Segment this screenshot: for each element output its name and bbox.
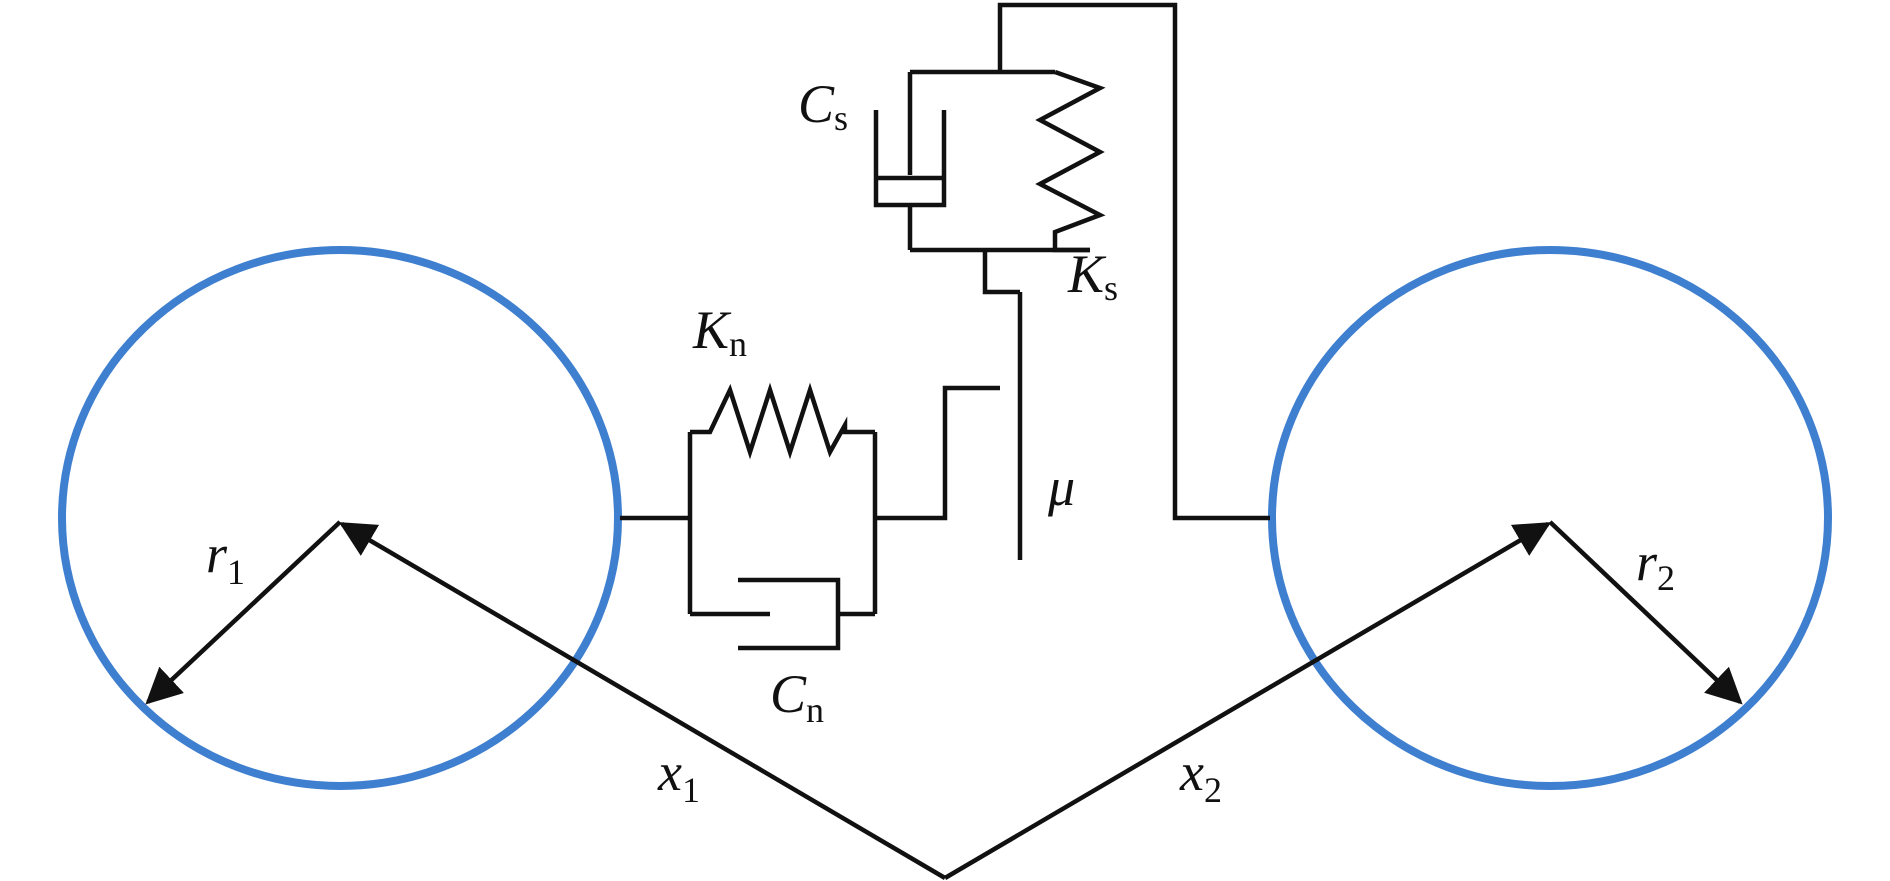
tangential-spring-ks: [1035, 69, 1106, 253]
normal-dashpot-cn: [690, 577, 875, 651]
label-ks: Ks: [1067, 244, 1118, 308]
radius-r1-vector: [145, 520, 342, 705]
tangential-frame: [997, 2, 1270, 521]
tangential-dashpot-cs: [873, 72, 947, 250]
normal-spring-kn: [690, 382, 875, 460]
radius-r2-vector: [1548, 520, 1743, 705]
position-x1-vector: [338, 522, 947, 880]
label-mu: μ: [1047, 457, 1075, 517]
label-x1: x1: [657, 742, 700, 810]
particle-1-circle: [58, 246, 622, 790]
label-cn: Cn: [770, 664, 824, 730]
position-x2-vector: [943, 522, 1552, 880]
particle-2-circle: [1268, 246, 1832, 790]
tangential-link-lower: [982, 250, 1020, 295]
label-r1: r1: [206, 524, 245, 592]
label-r2: r2: [1636, 532, 1675, 598]
label-x2: x2: [1179, 742, 1222, 810]
label-cs: Cs: [798, 74, 848, 138]
normal-to-slider-rod: [875, 385, 1000, 521]
label-kn: Kn: [692, 300, 747, 364]
